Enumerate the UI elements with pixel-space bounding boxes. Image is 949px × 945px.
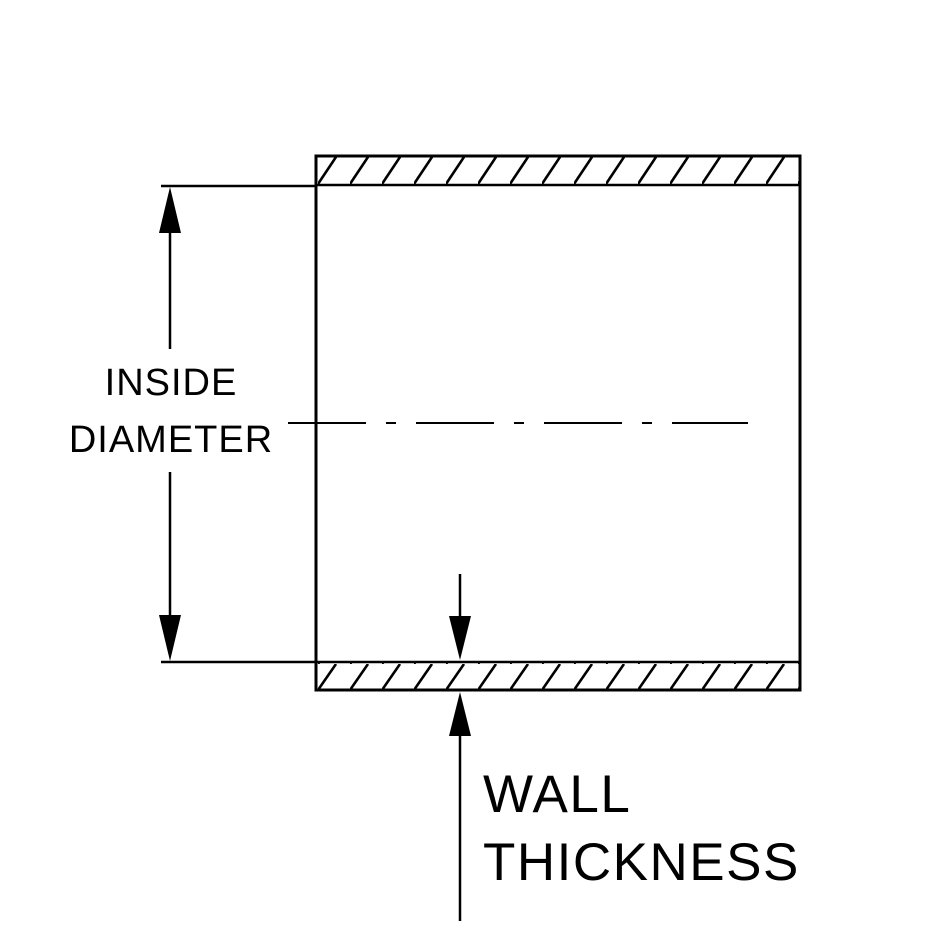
top-wall-hatch <box>317 157 799 184</box>
inside-diameter-label: INSIDE DIAMETER <box>69 362 273 461</box>
wall-thickness-label-line2: THICKNESS <box>483 833 800 892</box>
bottom-wall-hatch <box>317 663 799 689</box>
dimension-arrowhead-up-icon <box>159 187 181 233</box>
wall-thickness-dimension <box>449 574 471 921</box>
tube-cross-section <box>314 154 802 692</box>
dimension-arrowhead-down-icon <box>159 615 181 661</box>
wall-thickness-label-line1: WALL <box>483 765 631 824</box>
wall-arrowhead-down-icon <box>449 616 471 660</box>
inside-diameter-dimension <box>159 184 316 664</box>
inside-diameter-label-line2: DIAMETER <box>69 419 273 461</box>
wall-arrowhead-up-icon <box>449 692 471 736</box>
inside-diameter-label-line1: INSIDE <box>105 362 238 404</box>
wall-thickness-label: WALL THICKNESS <box>483 765 800 892</box>
